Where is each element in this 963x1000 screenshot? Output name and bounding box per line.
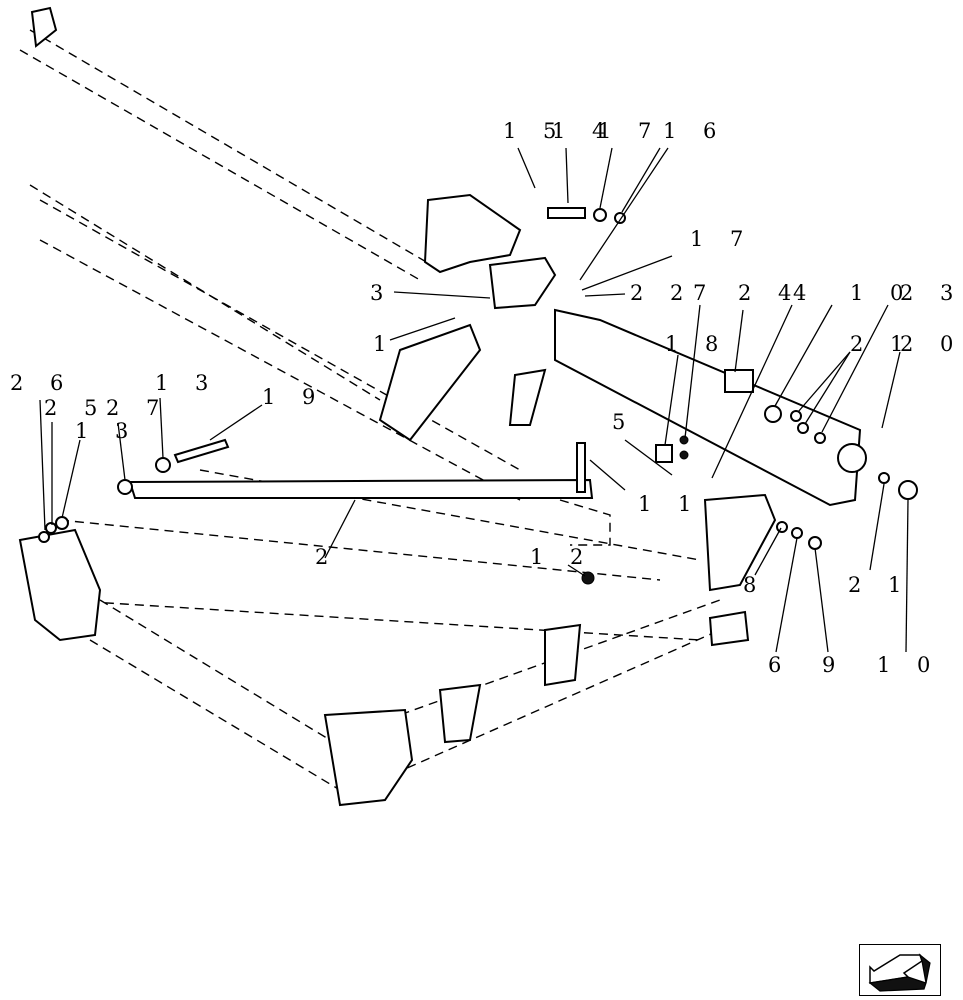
cylinder-link bbox=[508, 368, 547, 426]
right-frame-tube bbox=[708, 610, 750, 647]
callout-7: 7 bbox=[693, 281, 717, 305]
wing-arm-upper bbox=[30, 6, 58, 48]
washer-27 bbox=[117, 479, 133, 495]
callout-27: 2 7 bbox=[106, 396, 170, 420]
roll-pin-7 bbox=[679, 435, 689, 445]
callout-20: 2 0 bbox=[900, 332, 963, 356]
return-arrow-icon[interactable] bbox=[859, 944, 941, 996]
callout-9: 9 bbox=[822, 653, 846, 677]
part-3-bracket bbox=[488, 256, 557, 310]
right-hinge-bracket bbox=[703, 493, 777, 592]
callout-21: 2 1 bbox=[848, 573, 912, 597]
washer-25 bbox=[45, 522, 57, 534]
callout-13: 1 3 bbox=[75, 419, 139, 443]
callout-25: 2 5 bbox=[44, 396, 108, 420]
mid-shank-bracket-1 bbox=[544, 623, 582, 687]
washer-10-lower bbox=[898, 480, 918, 500]
nut-21-upper-b bbox=[797, 422, 809, 434]
washer-13-left bbox=[55, 516, 69, 530]
callout-19: 1 9 bbox=[262, 385, 326, 409]
mid-shank-bracket-2 bbox=[438, 683, 482, 744]
parts bbox=[18, 6, 918, 807]
callout-14: 1 4 bbox=[552, 119, 616, 143]
callout-18: 1 8 bbox=[665, 332, 729, 356]
nut-21-upper bbox=[790, 410, 802, 422]
bolt-11 bbox=[576, 442, 586, 493]
callout-22: 2 2 bbox=[630, 281, 694, 305]
pin-19 bbox=[173, 438, 230, 464]
callout-10: 1 0 bbox=[877, 653, 941, 677]
washer-8 bbox=[776, 521, 788, 533]
callout-3: 3 bbox=[370, 281, 394, 305]
washer-10-upper bbox=[764, 405, 782, 423]
callout-13: 1 3 bbox=[155, 371, 219, 395]
washer-26 bbox=[38, 531, 50, 543]
nut-21-lower bbox=[878, 472, 890, 484]
callout-23: 2 3 bbox=[900, 281, 963, 305]
callout-5: 5 bbox=[612, 410, 636, 434]
washer-17-top bbox=[593, 208, 607, 222]
decal-24 bbox=[724, 369, 754, 393]
washer-23 bbox=[814, 432, 826, 444]
callout-6: 6 bbox=[768, 653, 792, 677]
washer-13-mid bbox=[155, 457, 171, 473]
callout-8: 8 bbox=[743, 573, 767, 597]
callout-26: 2 6 bbox=[10, 371, 74, 395]
callout-4: 4 bbox=[793, 281, 817, 305]
callout-11: 1 1 bbox=[638, 492, 702, 516]
wing-hinge-bracket-upper bbox=[423, 193, 522, 274]
callout-24: 2 4 bbox=[738, 281, 802, 305]
phantom-frame-lines bbox=[19, 29, 721, 791]
callout-2: 2 bbox=[315, 545, 339, 569]
return-arrow-glyph bbox=[868, 953, 931, 992]
bottom-frame-mount bbox=[323, 708, 414, 807]
nut-9 bbox=[808, 536, 822, 550]
tie-bar-2 bbox=[128, 478, 594, 499]
callout-17: 1 7 bbox=[690, 227, 754, 251]
callout-17: 1 7 bbox=[598, 119, 662, 143]
bracket-1 bbox=[378, 323, 482, 442]
arm-pivot-boss bbox=[837, 443, 867, 473]
pin-14 bbox=[547, 207, 586, 219]
leader-lines bbox=[39, 147, 909, 653]
lift-arm-main bbox=[554, 308, 862, 507]
callout-21: 2 1 bbox=[850, 332, 914, 356]
roll-pin-7b bbox=[679, 450, 689, 460]
callout-16: 1 6 bbox=[663, 119, 727, 143]
callout-15: 1 5 bbox=[503, 119, 567, 143]
callout-1: 1 bbox=[373, 332, 397, 356]
callout-12: 1 2 bbox=[530, 545, 594, 569]
bushing-18 bbox=[655, 444, 673, 463]
nut-12 bbox=[581, 571, 595, 585]
callout-10: 1 0 bbox=[850, 281, 914, 305]
left-frame-mount bbox=[18, 528, 102, 642]
washer-6 bbox=[791, 527, 803, 539]
